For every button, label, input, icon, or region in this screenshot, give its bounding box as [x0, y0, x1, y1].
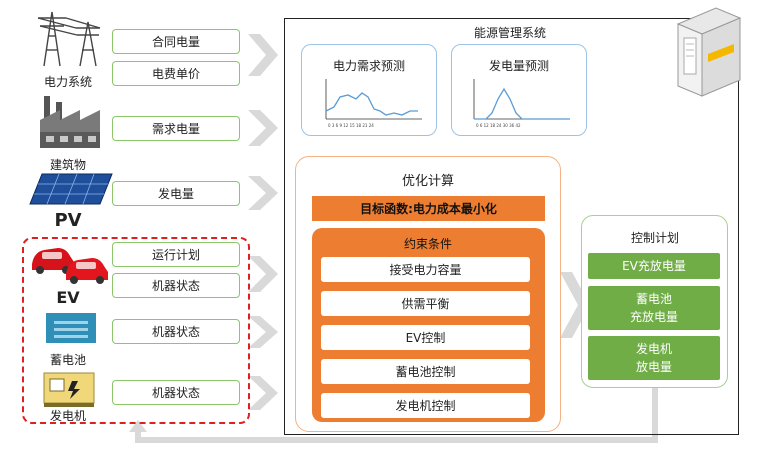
input-ev-status: 机器状态 — [112, 273, 240, 298]
label-building: 建筑物 — [49, 158, 86, 172]
ev-car-icon — [32, 248, 108, 284]
arrow-row5 — [248, 316, 278, 348]
label-pv: PV — [54, 210, 82, 231]
feedback-loop — [135, 388, 658, 443]
objective-function-box: 目标函数:电力成本最小化 — [312, 196, 545, 221]
control-generator-discharge: 发电机 放电量 — [588, 336, 720, 380]
svg-text:0 6 12 18 24 30 36 42: 0 6 12 18 24 30 36 42 — [476, 123, 521, 128]
input-electricity-price: 电费单价 — [112, 61, 240, 86]
ems-frame — [284, 18, 739, 435]
ems-title: 能源管理系统 — [473, 26, 546, 40]
demand-forecast-title: 电力需求预测 — [332, 59, 405, 73]
constraint-battery-control: 蓄电池控制 — [321, 359, 530, 384]
constraint-ev-control: EV控制 — [321, 325, 530, 350]
arrow-row3 — [248, 176, 278, 210]
constraint-generator-control: 发电机控制 — [321, 393, 530, 418]
optimization-title: 优化计算 — [401, 174, 454, 189]
arrow-row2 — [248, 110, 278, 146]
demand-forecast-card: 电力需求预测 0 3 6 9 12 15 18 21 24 — [301, 44, 437, 136]
factory-icon — [40, 96, 100, 148]
generation-forecast-title: 发电量预测 — [488, 59, 549, 73]
svg-text:0 3 6 9 12 15 18 21 24: 0 3 6 9 12 15 18 21 24 — [328, 123, 374, 128]
control-plan-title: 控制计划 — [630, 231, 679, 245]
arrow-row1 — [248, 34, 278, 76]
input-battery-status: 机器状态 — [112, 319, 240, 344]
label-ev: EV — [56, 288, 80, 307]
solar-panel-icon — [29, 173, 113, 205]
device-group-dashed — [22, 237, 250, 424]
label-battery: 蓄电池 — [49, 353, 86, 367]
constraints-title: 约束条件 — [403, 237, 452, 251]
arrow-row4 — [248, 256, 278, 292]
input-generation: 发电量 — [112, 181, 240, 206]
control-ev-charge: EV充放电量 — [588, 253, 720, 279]
demand-forecast-mini-chart: 0 3 6 9 12 15 18 21 24 — [325, 79, 422, 128]
server-icon — [676, 7, 742, 97]
control-battery-charge: 蓄电池 充放电量 — [588, 286, 720, 330]
constraint-supply-demand-balance: 供需平衡 — [321, 291, 530, 316]
constraint-receiving-capacity: 接受电力容量 — [321, 257, 530, 282]
arrow-row6 — [248, 376, 278, 410]
battery-icon — [46, 313, 96, 343]
label-generator: 发电机 — [49, 409, 86, 423]
power-tower-icon — [37, 11, 101, 67]
generation-forecast-mini-chart: 0 6 12 18 24 30 36 42 — [473, 79, 570, 128]
label-power-system: 电力系统 — [43, 75, 92, 89]
input-generator-status: 机器状态 — [112, 380, 240, 405]
input-contract-power: 合同电量 — [112, 29, 240, 54]
generation-forecast-card: 发电量预测 0 6 12 18 24 30 36 42 — [451, 44, 587, 136]
input-demand-power: 需求电量 — [112, 116, 240, 141]
input-operation-plan: 运行计划 — [112, 242, 240, 267]
generator-icon — [43, 372, 95, 407]
